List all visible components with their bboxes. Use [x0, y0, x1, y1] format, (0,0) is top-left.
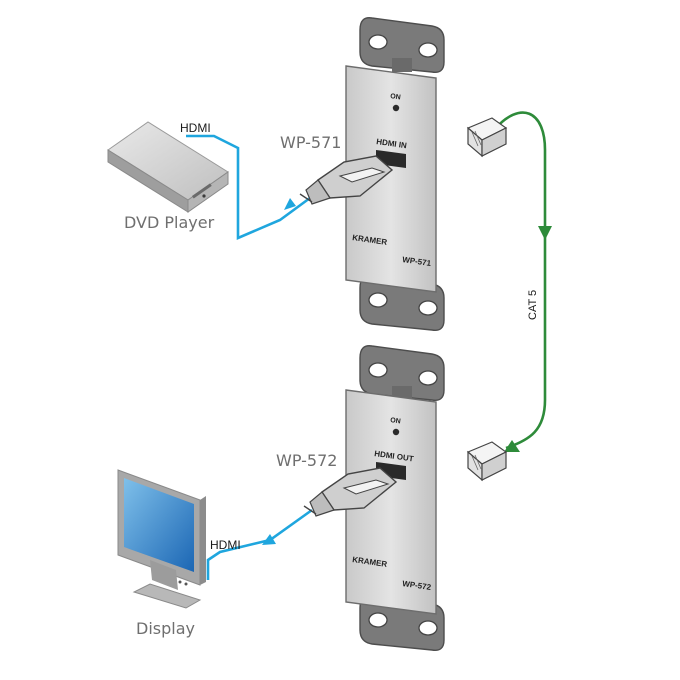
- dvd-player-label: DVD Player: [124, 213, 215, 232]
- top-plate-led-label: ON: [390, 93, 401, 101]
- hdmi-cable-arrow-top: [284, 198, 296, 210]
- hdmi-cable-source: [186, 134, 311, 240]
- top-plate-model-label: WP-571: [402, 255, 432, 268]
- dvd-player-icon: [107, 121, 229, 213]
- top-plate-port-label: HDMI IN: [376, 137, 408, 150]
- hdmi-label-bottom: HDMI: [210, 538, 241, 552]
- hdmi-plug-top: [299, 155, 394, 205]
- hdmi-cable-arrow-bottom: [262, 534, 276, 545]
- hdmi-cable-display: [206, 508, 313, 580]
- bottom-plate-led-label: ON: [390, 417, 401, 425]
- cat5-arrow-end: [504, 440, 520, 452]
- rj45-connector-top: [466, 117, 508, 158]
- wp-572-label: WP-572: [276, 451, 337, 470]
- wp-571-label: WP-571: [280, 133, 341, 152]
- display-icon: [117, 469, 206, 609]
- hdmi-plug-bottom: [303, 467, 398, 517]
- cat5-arrow-mid: [538, 226, 552, 240]
- bottom-wall-plate: [345, 345, 445, 651]
- top-wall-plate: [345, 17, 445, 331]
- hdmi-label-top: HDMI: [180, 121, 211, 135]
- cat5-label: CAT 5: [527, 290, 539, 320]
- bottom-plate-model-label: WP-572: [402, 579, 432, 592]
- cat5-cable: [493, 111, 547, 450]
- display-label: Display: [136, 619, 195, 638]
- rj45-connector-bottom: [466, 441, 508, 482]
